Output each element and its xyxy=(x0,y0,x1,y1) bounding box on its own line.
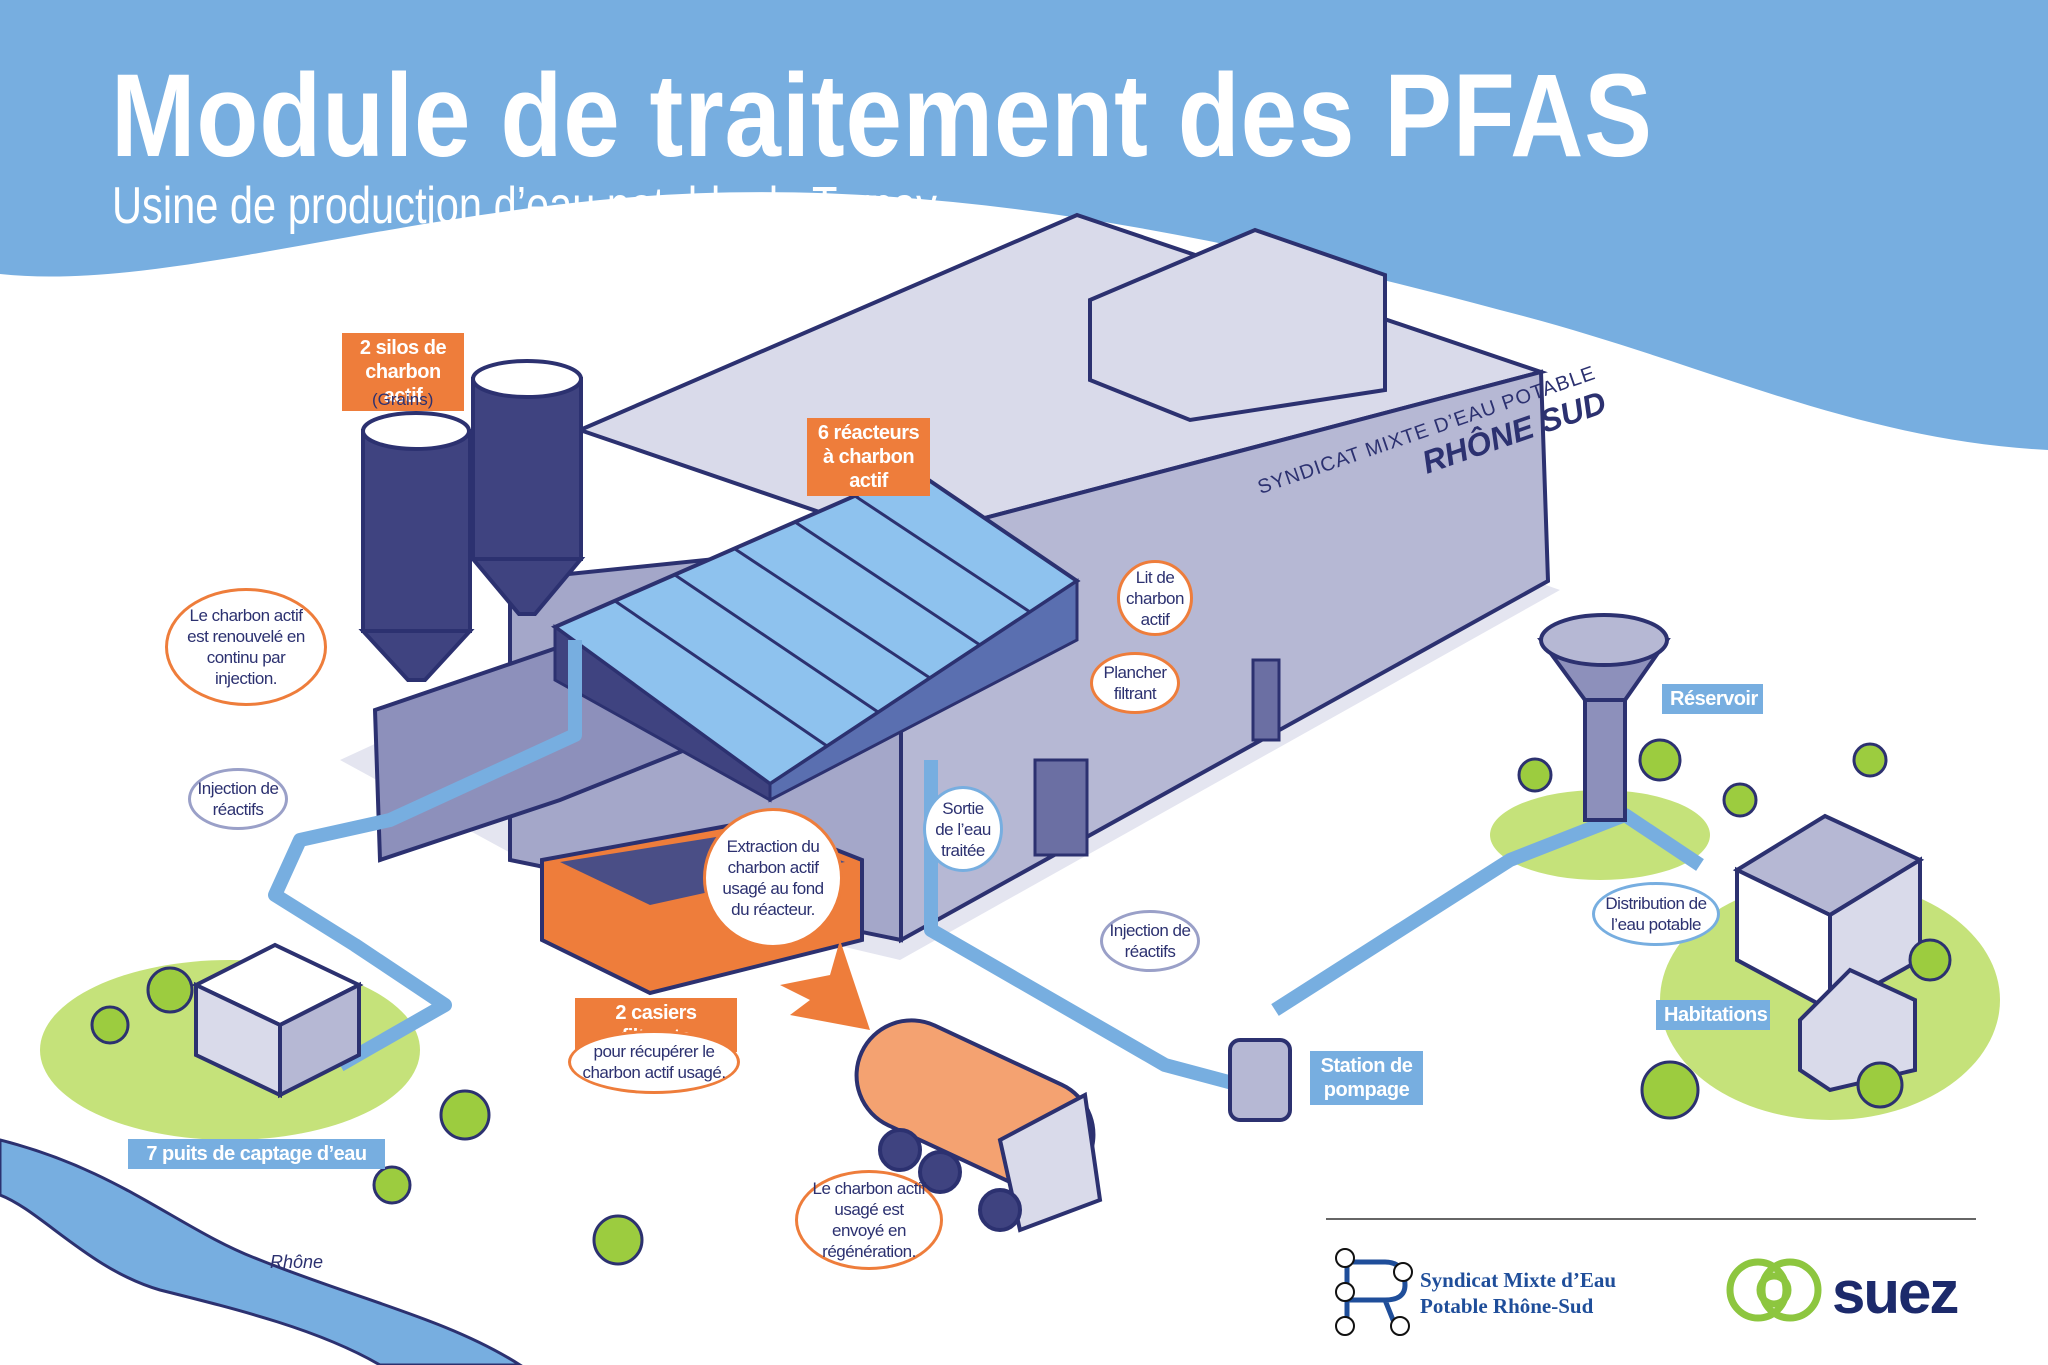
label-reservoir: Réservoir xyxy=(1662,684,1763,714)
label-pumping: Station de pompage xyxy=(1310,1051,1423,1105)
bubble-renewal: Le charbon actif est renouvelé en contin… xyxy=(165,588,327,706)
door xyxy=(1251,658,1281,742)
water-tower xyxy=(1537,613,1671,822)
label-reactors: 6 réacteurs à charbon actif xyxy=(807,418,930,496)
pumping-station xyxy=(1228,1038,1292,1122)
bubble-injection-right: Injection de réactifs xyxy=(1100,910,1200,972)
bubble-injection-left: Injection de réactifs xyxy=(188,768,288,830)
pipe-distribution xyxy=(1271,808,1704,1016)
brand-logo-text: suez xyxy=(1832,1259,1959,1326)
door xyxy=(1033,758,1089,857)
label-homes: Habitations xyxy=(1656,1000,1770,1030)
tanker-truck xyxy=(854,1018,1103,1233)
pipe-raw-water xyxy=(268,640,582,1072)
trees xyxy=(90,738,1952,1266)
bubble-regeneration: Le charbon actif usagé est envoyé en rég… xyxy=(795,1170,943,1270)
bubble-bins-note: pour récupérer le charbon actif usagé. xyxy=(568,1030,740,1094)
houses xyxy=(1732,813,1925,1093)
well-house xyxy=(191,942,364,1099)
label-river: Rhône xyxy=(270,1252,324,1272)
partner-logo xyxy=(1335,1248,1413,1336)
footer-divider xyxy=(1326,1218,1976,1220)
bubble-outlet: Sortie de l’eau traitée xyxy=(923,786,1003,872)
river xyxy=(0,1138,523,1365)
bubble-bed: Lit de charbon actif xyxy=(1117,560,1193,636)
bubble-extraction: Extraction du charbon actif usagé au fon… xyxy=(703,808,843,948)
partner-logo-text: Syndicat Mixte d’Eau Potable Rhône-Sud xyxy=(1420,1268,1617,1318)
suez-logo-mark xyxy=(1726,1258,1822,1322)
page-subtitle: Usine de production d’eau potable de Ter… xyxy=(112,177,937,235)
page-title: Module de traitement des PFAS xyxy=(111,50,1653,182)
silos xyxy=(358,359,586,682)
header-background xyxy=(0,0,2048,450)
bubble-distribution: Distribution de l’eau potable xyxy=(1592,882,1720,946)
label-silos-note: (Grains) xyxy=(372,390,434,409)
label-silos: 2 silos de charbon actif xyxy=(342,333,464,411)
roof-box xyxy=(1088,227,1387,423)
bubble-floor: Plancher filtrant xyxy=(1090,652,1180,714)
label-wells: 7 puits de captage d’eau xyxy=(128,1139,385,1169)
grass-tower xyxy=(1490,790,1710,880)
